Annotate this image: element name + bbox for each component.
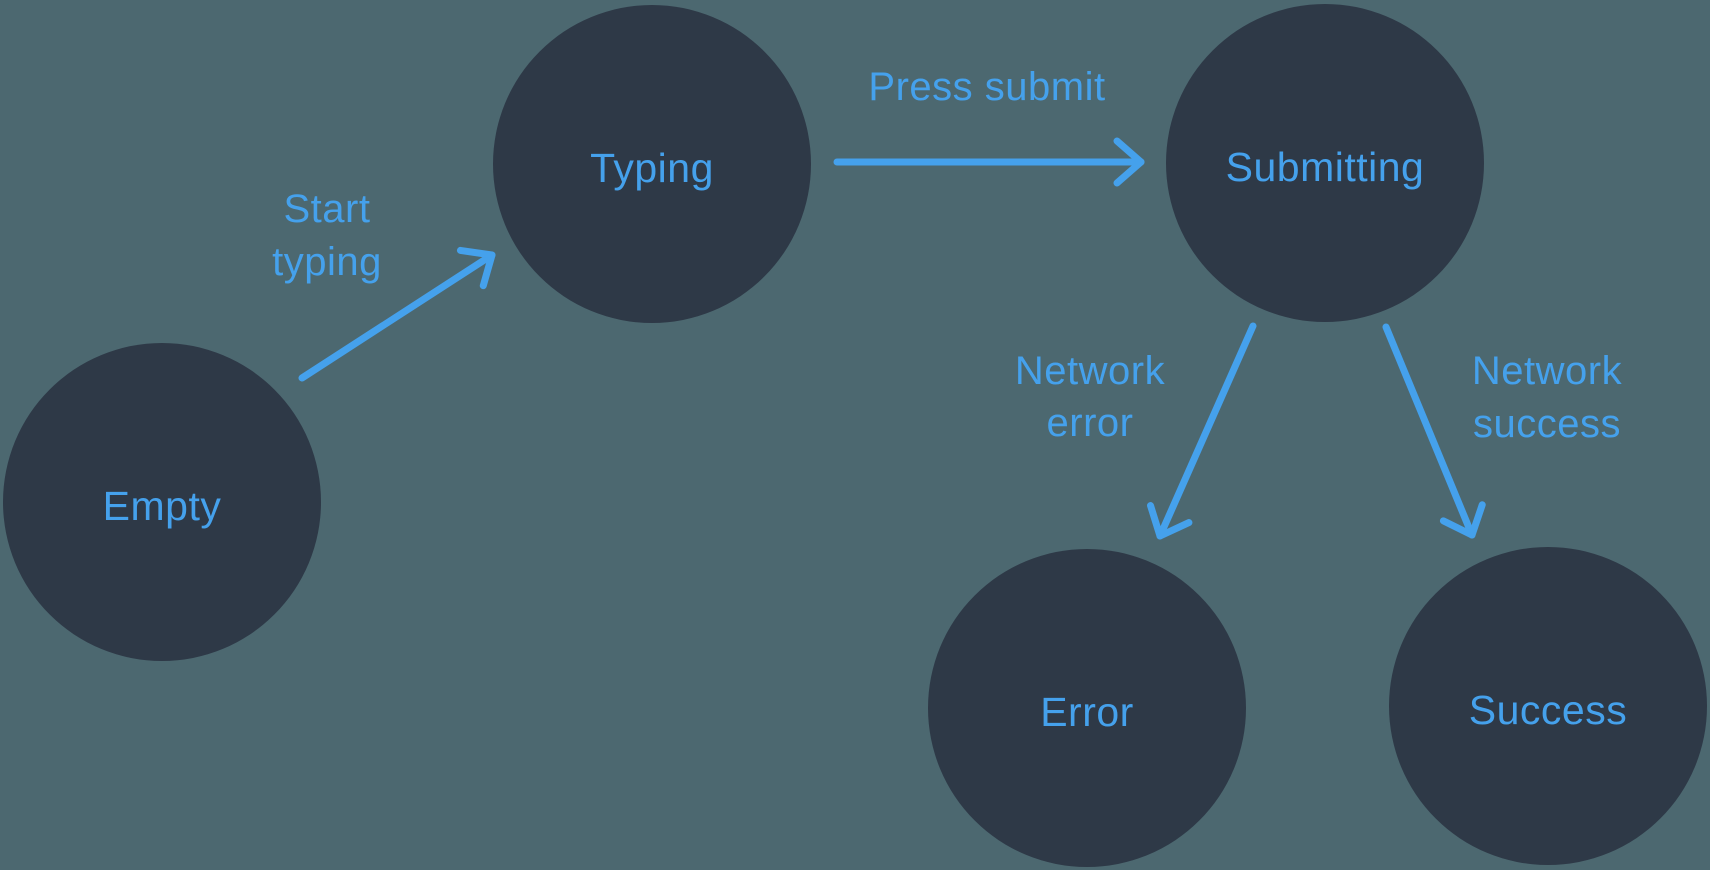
- state-label-success: Success: [1469, 687, 1627, 733]
- transition-label-start-typing-line-2: typing: [272, 240, 382, 284]
- state-node-submitting: Submitting: [1166, 4, 1484, 322]
- state-label-error: Error: [1040, 689, 1134, 735]
- state-circle-typing: [493, 5, 811, 323]
- state-node-typing: Typing: [493, 5, 811, 323]
- transition-network-error: Network error: [1015, 322, 1257, 540]
- state-node-empty: Empty: [3, 343, 321, 661]
- transition-label-press-submit: Press submit: [868, 65, 1105, 109]
- state-label-submitting: Submitting: [1226, 144, 1425, 190]
- transition-arrow-network-error: [1147, 322, 1257, 540]
- state-circle-empty: [3, 343, 321, 661]
- state-circle-success: [1389, 547, 1707, 865]
- state-node-error: Error: [928, 549, 1246, 867]
- state-label-typing: Typing: [590, 145, 714, 191]
- transition-label-start-typing-line-1: Start: [284, 187, 371, 231]
- state-circle-error: [928, 549, 1246, 867]
- transition-press-submit: Press submit: [833, 65, 1145, 187]
- transition-label-network-error-line-1: Network: [1015, 349, 1166, 393]
- transition-arrow-start-typing: [298, 246, 496, 382]
- transition-label-network-error-line-2: error: [1047, 401, 1134, 445]
- state-circle-submitting: [1166, 4, 1484, 322]
- transition-label-network-success-line-1: Network: [1472, 349, 1623, 393]
- state-label-empty: Empty: [103, 483, 222, 529]
- state-node-success: Success: [1389, 547, 1707, 865]
- transition-arrow-network-success: [1382, 323, 1486, 539]
- transition-start-typing: Start typing: [272, 187, 496, 382]
- transition-label-network-success-line-2: success: [1473, 402, 1621, 446]
- transition-network-success: Network success: [1382, 323, 1623, 539]
